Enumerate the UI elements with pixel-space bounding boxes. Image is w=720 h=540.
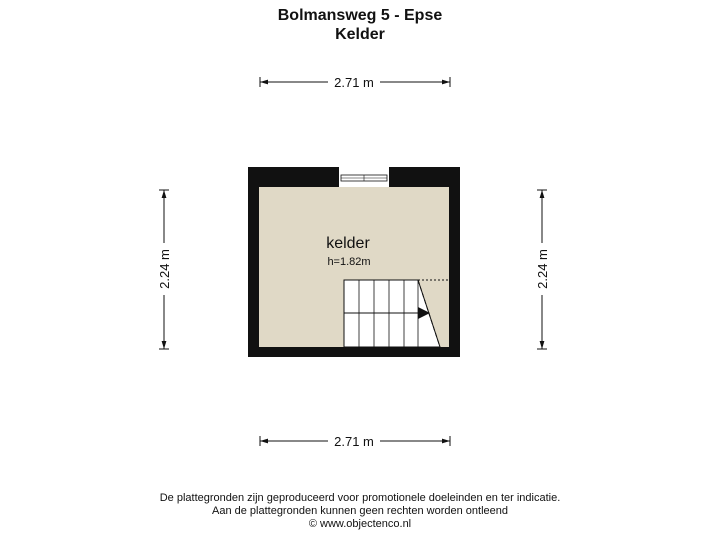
room-name-label: kelder	[326, 235, 370, 252]
disclaimer-line-1: De plattegronden zijn geproduceerd voor …	[159, 492, 561, 504]
plan-title-floor: Kelder	[335, 26, 385, 43]
dimension-right-label: 2.24 m	[535, 249, 550, 289]
dimension-top-label: 2.71 m	[334, 75, 374, 90]
dimension-right: 2.24 m	[534, 189, 550, 350]
dimension-left: 2.24 m	[156, 189, 172, 350]
dimension-bottom: 2.71 m	[259, 433, 451, 449]
plan-title-address: Bolmansweg 5 - Epse	[277, 7, 443, 24]
copyright-line: © www.objectenco.nl	[308, 518, 412, 530]
staircase	[343, 279, 449, 348]
stair-direction-arrow-icon	[418, 307, 430, 319]
dimension-bottom-label: 2.71 m	[334, 434, 374, 449]
room-height-label: h=1.82m	[327, 256, 370, 268]
dimension-left-label: 2.24 m	[157, 249, 172, 289]
disclaimer-line-2: Aan de plattegronden kunnen geen rechten…	[211, 505, 508, 517]
window	[339, 167, 389, 187]
dimension-top: 2.71 m	[259, 74, 451, 90]
